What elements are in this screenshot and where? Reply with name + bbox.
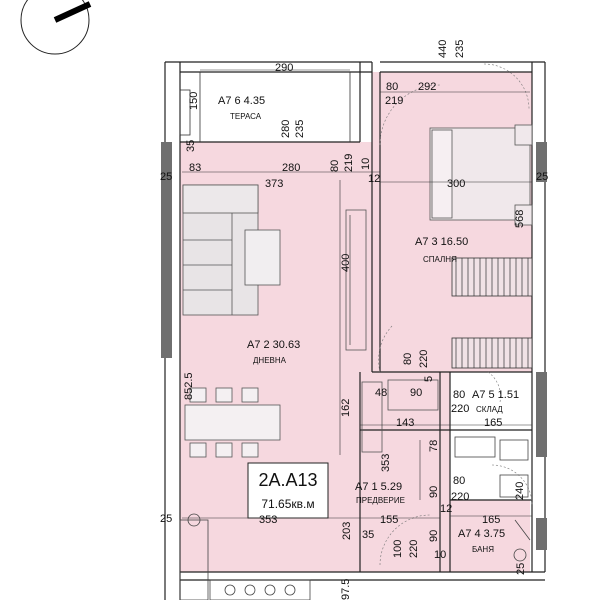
dim-25-right: 25 <box>536 171 548 183</box>
dim-353-h: 353 <box>259 514 277 526</box>
dim-25-b: 25 <box>160 513 172 525</box>
dim-25-left: 25 <box>160 171 172 183</box>
dim-300: 300 <box>447 178 465 190</box>
kitchen-counter <box>179 513 311 600</box>
dim-80-h: 80 <box>453 475 465 487</box>
room-code-hall: A7 1 5.29 <box>355 481 402 493</box>
dim-100: 100 <box>392 540 404 558</box>
wardrobe-hatch <box>455 258 529 368</box>
room-code-bath: A7 4 3.75 <box>458 528 505 540</box>
dim-83: 83 <box>189 162 201 174</box>
dim-10-b: 10 <box>434 549 446 561</box>
terrace <box>179 72 351 142</box>
dim-terrace-150: 150 <box>188 92 200 110</box>
hall-cabinet <box>361 381 383 453</box>
dim-97-5: 97.5 <box>340 579 352 600</box>
room-name-living: ДНЕВНА <box>253 356 287 365</box>
dim-35: 35 <box>185 140 197 152</box>
dim-35-b: 35 <box>362 529 374 541</box>
dim-80-mid: 80 <box>329 160 341 172</box>
dim-80-top: 80 <box>386 81 398 93</box>
dim-400: 400 <box>340 254 352 272</box>
room-name-terrace: ТЕРАСА <box>230 112 262 121</box>
dim-220-b: 220 <box>418 350 430 368</box>
dim-373: 373 <box>265 178 283 190</box>
dimension-lines <box>182 69 532 519</box>
bath-fixtures <box>454 436 531 562</box>
compass-icon <box>20 0 92 55</box>
door-swings <box>378 63 533 566</box>
dim-240: 240 <box>514 482 526 500</box>
dim-90-b: 90 <box>428 486 440 498</box>
dim-353-v: 353 <box>380 454 392 472</box>
shoe-rack <box>387 379 439 411</box>
dim-terrace-width: 290 <box>275 62 293 74</box>
dim-165-a: 165 <box>484 417 502 429</box>
room-name-hall: ПРЕДВЕРИЕ <box>356 496 405 505</box>
dim-220-c: 220 <box>408 540 420 558</box>
dimension-texts: 440 235 290 150 280 235 80 219 292 35 83… <box>160 40 548 600</box>
unit-label: 2A.A13 71.65кв.м <box>247 462 329 519</box>
dim-568: 568 <box>514 210 526 228</box>
dim-852-5: 852.5 <box>183 372 195 400</box>
room-code-living: A7 2 30.63 <box>247 339 300 351</box>
room-labels: A7 6 4.35 ТЕРАСА A7 3 16.50 СПАЛНЯ A7 2 … <box>218 95 519 554</box>
dim-155: 155 <box>380 514 398 526</box>
dim-220-s: 220 <box>451 403 469 415</box>
room-name-bedroom: СПАЛНЯ <box>423 255 457 264</box>
dim-12-b: 12 <box>440 503 452 515</box>
bed <box>429 124 533 226</box>
dim-78: 78 <box>428 440 440 452</box>
dim-162: 162 <box>340 399 352 417</box>
unit-area: 71.65кв.м <box>261 497 314 511</box>
dim-10: 10 <box>360 158 372 170</box>
room-code-terrace: A7 6 4.35 <box>218 95 265 107</box>
dim-top-440: 440 <box>437 40 449 58</box>
dim-280-mid: 280 <box>282 162 300 174</box>
dim-80-b: 80 <box>402 353 414 365</box>
dim-terrace-235: 235 <box>294 120 306 138</box>
column-blocks <box>161 142 547 550</box>
dim-292: 292 <box>418 81 436 93</box>
dim-165-b: 165 <box>482 514 500 526</box>
dim-48: 48 <box>375 387 387 399</box>
dim-220-h: 220 <box>451 491 469 503</box>
dim-90-a: 90 <box>410 387 422 399</box>
dim-25-br: 25 <box>515 563 527 575</box>
dining-table <box>184 387 281 458</box>
tv-unit <box>345 209 367 351</box>
dim-219-top: 219 <box>385 95 403 107</box>
dim-top-235: 235 <box>454 40 466 58</box>
room-code-bedroom: A7 3 16.50 <box>415 236 468 248</box>
dim-203: 203 <box>341 522 353 540</box>
dim-143: 143 <box>396 417 414 429</box>
unit-id: 2A.A13 <box>258 470 317 490</box>
dim-12: 12 <box>368 173 380 185</box>
dim-80-s: 80 <box>453 389 465 401</box>
room-name-bath: БАНЯ <box>472 545 494 554</box>
dim-terrace-280: 280 <box>280 120 292 138</box>
room-code-storage: A7 5 1.51 <box>472 389 519 401</box>
room-name-storage: СКЛАД <box>476 405 503 414</box>
dim-90-c: 90 <box>428 530 440 542</box>
dim-5: 5 <box>423 376 435 382</box>
coffee-table <box>244 229 281 286</box>
dim-219-mid: 219 <box>343 154 355 172</box>
